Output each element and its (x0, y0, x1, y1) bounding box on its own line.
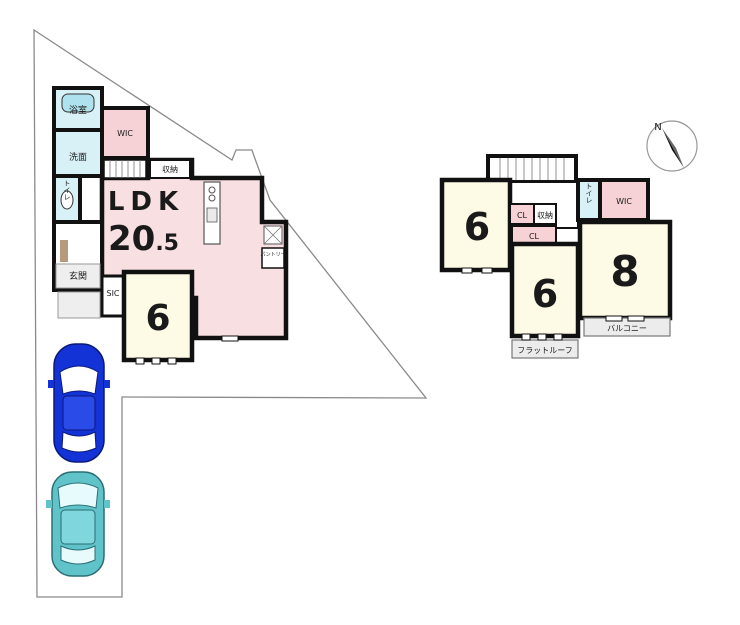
wic-label-f1: WIC (117, 129, 133, 138)
stairs-f1 (103, 159, 147, 179)
storage-label-f2: 収納 (537, 210, 553, 220)
room-6-left-f2-size: 6 (464, 205, 490, 249)
room-6-f1-size: 6 (145, 298, 170, 339)
car-blue (48, 343, 110, 463)
wash-label: 洗面 (69, 151, 87, 163)
shoe-cabinet-icon (60, 240, 68, 262)
balcony-label: バルコニー (607, 324, 647, 333)
site-outline (33, 28, 428, 598)
bath-label: 浴室 (69, 104, 87, 116)
room-6-center-f2-size: 6 (532, 272, 558, 316)
porch (57, 291, 101, 319)
ldk-label: LDK (108, 187, 184, 217)
pantry-label: パントリー (260, 252, 285, 258)
wic-room-f1 (100, 106, 150, 160)
room-8-f2-size: 8 (610, 247, 639, 296)
sink-icon (206, 207, 218, 223)
floor1-plan (52, 86, 289, 365)
entrance-floor (55, 263, 101, 289)
compass-north-label: N (654, 122, 661, 133)
sic-label: SIC (106, 289, 119, 298)
compass-icon (646, 120, 698, 172)
storage-f1 (149, 159, 191, 179)
balcony (583, 317, 671, 337)
toilet-icon (60, 190, 74, 210)
ldk-size-whole: 20 (108, 219, 155, 259)
entrance-label: 玄関 (69, 270, 87, 282)
wic-label-f2: WIC (616, 197, 632, 206)
car-teal (46, 471, 110, 577)
toilet-label-f1: トイレ (63, 180, 71, 201)
storage-label-f1: 収納 (162, 164, 178, 174)
bathtub-icon (61, 93, 95, 113)
flat-roof-label: フラットルーフ (517, 346, 573, 355)
floor2-plan (439, 154, 673, 359)
pantry-room (261, 247, 285, 269)
toilet-label-f2: トイレ (585, 183, 593, 204)
ldk-size: 20.5 (108, 219, 179, 259)
closet-label: CL (529, 232, 540, 241)
closet-small-label: CL (517, 211, 528, 220)
ldk-size-frac: .5 (155, 231, 179, 256)
storage-f2 (533, 203, 557, 225)
